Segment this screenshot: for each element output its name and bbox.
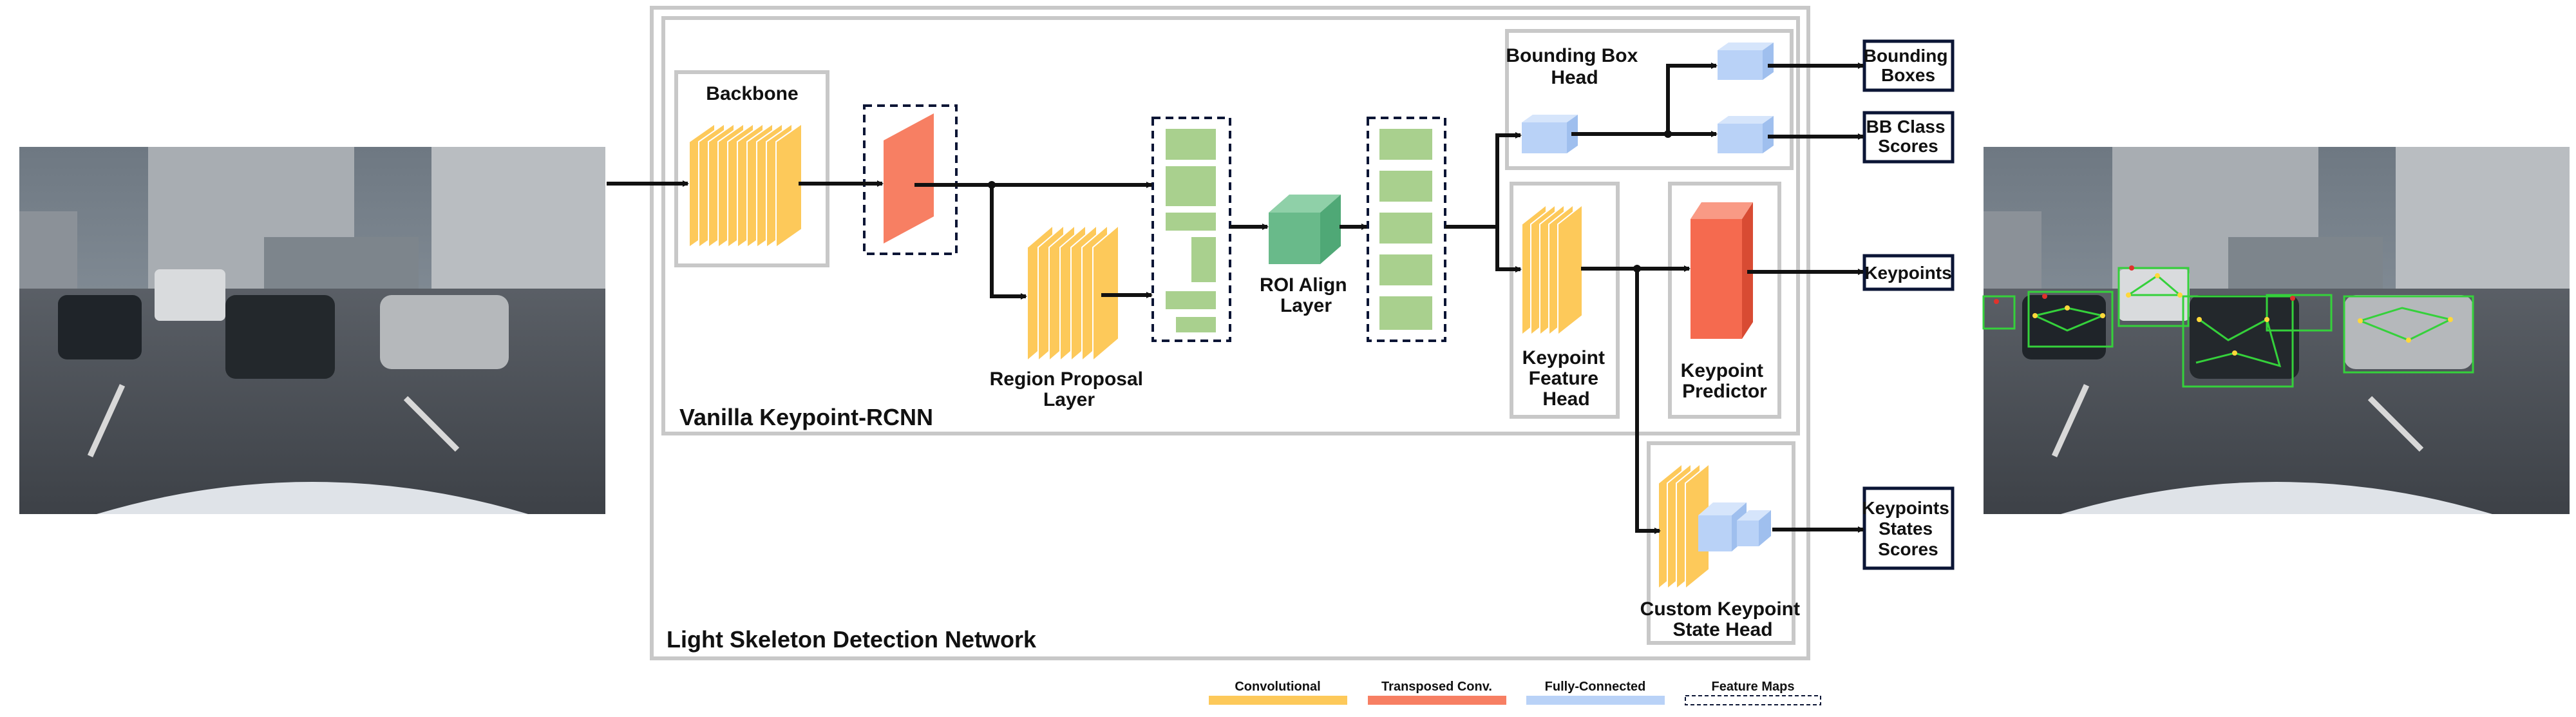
legend-transposed-conv: Transposed Conv. <box>1368 680 1506 705</box>
rpn-conv-stack <box>1027 224 1119 363</box>
output-keypoints-box <box>1862 254 1955 291</box>
vanilla-keypoint-rcnn-label: Vanilla Keypoint-RCNN <box>679 404 933 430</box>
roi-feature-maps <box>1379 129 1432 330</box>
custom-head-fc-block-2 <box>1737 510 1771 546</box>
light-skeleton-network-box <box>650 6 1810 660</box>
keypoint-feature-conv-stack <box>1521 203 1583 337</box>
connection-arrows <box>607 62 1864 534</box>
output-bounding-boxes-label: Bounding Boxes <box>1864 46 1953 85</box>
output-image <box>1984 147 2570 514</box>
light-skeleton-network-label: Light Skeleton Detection Network <box>667 626 1037 653</box>
legend-fully-connected: Fully-Connected <box>1526 680 1665 705</box>
output-keypoint-states-label: Keypoints States Scores <box>1862 498 1954 559</box>
vanilla-keypoint-rcnn-box <box>661 16 1800 435</box>
custom-head-conv-stack <box>1658 462 1710 591</box>
keypoint-feature-head-box <box>1510 182 1620 419</box>
arrow-kp-feature-to-custom-head <box>1635 269 1661 534</box>
roi-align-cube <box>1269 195 1341 264</box>
keypoint-predictor-block <box>1690 202 1753 339</box>
transposed-conv-block <box>884 113 934 244</box>
roi-align-label: ROI Align Layer <box>1260 274 1352 316</box>
bbox-regression-fc-block <box>1718 43 1774 80</box>
output-keypoint-states-box <box>1862 486 1955 570</box>
keypoint-predictor-box <box>1668 182 1781 419</box>
input-image <box>19 147 605 514</box>
bbox-head-box <box>1505 29 1794 170</box>
arrow-branch-to-rpn <box>990 185 1027 300</box>
junction-dots <box>988 130 1672 272</box>
arrow-roi-maps-to-kp-feature <box>1495 227 1522 272</box>
keypoint-feature-head-label: Keypoint Feature Head <box>1522 347 1611 410</box>
svg-text:Convolutional: Convolutional <box>1235 680 1320 694</box>
keypoint-dots <box>2032 273 2453 356</box>
svg-text:Transposed Conv.: Transposed Conv. <box>1381 680 1492 694</box>
backbone-conv-stack <box>688 122 802 249</box>
svg-text:Feature Maps: Feature Maps <box>1712 680 1795 694</box>
proposal-feature-maps <box>1166 129 1216 332</box>
backbone-box <box>674 70 829 267</box>
rpn-label: Region Proposal Layer <box>990 368 1149 410</box>
bbox-fc-block <box>1522 115 1578 153</box>
arrow-bbox-to-regression <box>1666 62 1718 134</box>
output-bb-class-scores-label: BB Class Scores <box>1866 117 1951 156</box>
transposed-conv-box <box>863 104 958 255</box>
output-bb-class-scores-box <box>1862 111 1955 164</box>
custom-keypoint-state-head-box <box>1647 441 1795 645</box>
proposal-feature-maps-box <box>1151 117 1231 342</box>
custom-keypoint-state-head-label: Custom Keypoint State Head <box>1640 598 1806 640</box>
backbone-label: Backbone <box>706 83 798 104</box>
legend-feature-maps: Feature Maps <box>1685 680 1821 705</box>
roi-feature-maps-box <box>1367 117 1446 342</box>
legend-convolutional: Convolutional <box>1209 680 1347 705</box>
legend: Convolutional Transposed Conv. Fully-Con… <box>1209 680 1821 705</box>
arrow-roi-maps-to-bbox-head <box>1445 132 1522 229</box>
keypoint-predictor-label: Keypoint Predictor <box>1681 360 1769 402</box>
output-keypoints-label: Keypoints <box>1864 263 1951 283</box>
output-bounding-boxes-box <box>1862 39 1955 92</box>
bbox-class-fc-block <box>1718 116 1774 153</box>
svg-text:Fully-Connected: Fully-Connected <box>1545 680 1646 694</box>
bbox-head-label: Bounding Box Head <box>1506 45 1643 88</box>
